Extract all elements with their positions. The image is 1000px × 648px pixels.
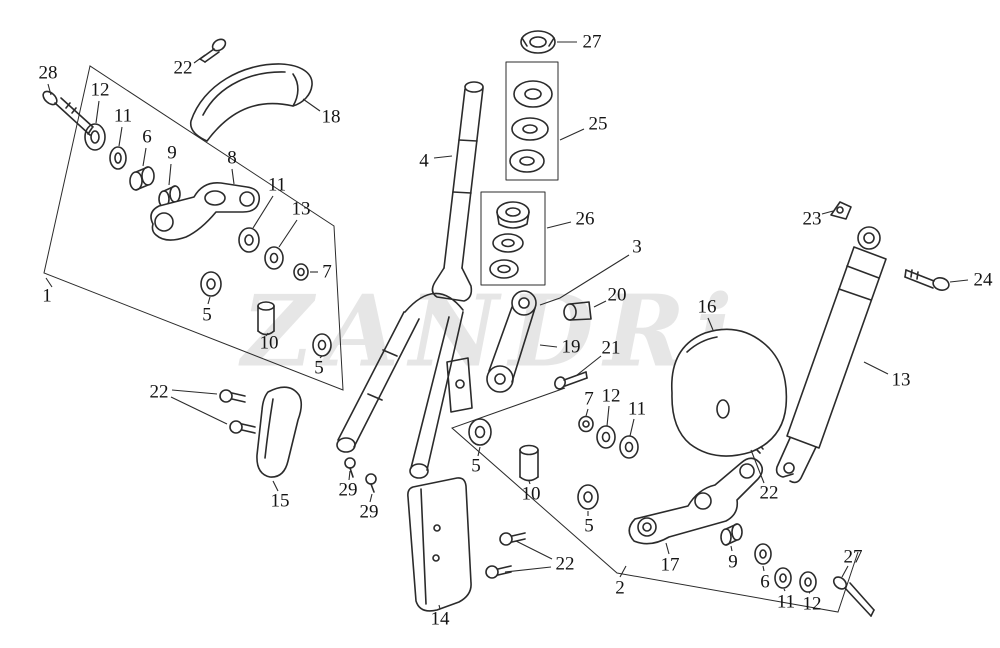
leader-line-11 [783, 588, 786, 592]
bushing-10-right-drawing [519, 444, 539, 482]
shock-absorber-drawing [775, 226, 887, 484]
washer-12-bottom-drawing [799, 571, 817, 593]
bolt-24-drawing [904, 269, 950, 291]
washer-5-d-drawing [577, 484, 599, 510]
bearing-stack-upper-drawing [505, 61, 559, 181]
watermark: ZANDRi [241, 274, 743, 390]
lower-cover-drawing [407, 477, 472, 612]
leader-line-26 [546, 221, 572, 229]
screw-22-bottom-lower-drawing [485, 565, 512, 579]
leader-line-5 [207, 296, 211, 305]
leader-lines [45, 41, 969, 610]
leader-line-2 [619, 565, 627, 578]
leader-line-29 [348, 470, 351, 481]
leader-line-27 [841, 565, 849, 578]
leader-line-11 [252, 195, 274, 229]
leader-line-21 [576, 355, 602, 376]
washer-12-mid-drawing [596, 425, 616, 449]
leader-line-13 [278, 219, 298, 248]
assembly-2-outline [451, 387, 859, 613]
leader-line-22 [515, 540, 553, 560]
leader-line-29 [369, 493, 373, 503]
mount-23-drawing [830, 201, 852, 220]
leader-line-25 [559, 128, 585, 141]
leader-line-9 [168, 163, 172, 186]
leader-line-20 [593, 300, 607, 308]
leader-line-9 [730, 545, 733, 552]
leader-line-11 [118, 126, 123, 147]
washer-5-c-drawing [468, 418, 492, 446]
leader-line-19 [539, 344, 558, 348]
washer-12-left-drawing [84, 123, 106, 151]
leader-line-6 [762, 565, 765, 572]
leader-line-6 [142, 147, 147, 167]
bushing-6-left-drawing [129, 166, 155, 191]
washer-11-left-drawing [109, 146, 127, 170]
leader-line-24 [949, 279, 969, 283]
left-cover-drawing [256, 386, 303, 478]
washer-11-right-drawing [619, 435, 639, 459]
leader-line-15 [272, 480, 279, 492]
assembly-1-outline [43, 65, 344, 391]
bushing-10-left-drawing [257, 301, 275, 336]
leader-line-22 [170, 396, 228, 425]
leader-line-28 [47, 83, 52, 96]
washer-11-bottom-drawing [774, 567, 792, 589]
leader-line-10 [265, 332, 269, 337]
parts-drawing [42, 30, 950, 617]
pivot-bolt-20-drawing [563, 301, 592, 321]
bolt-21-drawing [554, 371, 588, 390]
bolt-28-drawing [42, 90, 94, 136]
leader-line-13 [863, 361, 889, 375]
screw-22-left-lower-drawing [229, 420, 256, 434]
link-arm-drawing [486, 290, 537, 393]
leader-line-5 [319, 355, 323, 359]
leader-line-22 [750, 449, 765, 484]
leader-line-7 [585, 408, 589, 417]
leader-line-5 [477, 446, 481, 457]
leader-line-4 [433, 155, 453, 159]
leader-line-22 [171, 389, 218, 395]
leader-line-16 [707, 317, 714, 331]
bottom-bracket-drawing [628, 457, 764, 545]
leader-line-22 [193, 54, 206, 64]
leader-line-12 [606, 405, 610, 427]
washer-13-mid-drawing [264, 246, 284, 270]
washer-5-a-drawing [200, 271, 222, 297]
front-fork-drawing [336, 81, 484, 479]
bolt-27-bottom-drawing [832, 576, 875, 617]
screw-22-bottom-upper-drawing [499, 532, 526, 546]
washer-11-mid-drawing [238, 227, 260, 253]
nut-7-left-drawing [293, 263, 309, 281]
leader-line-22 [504, 566, 552, 573]
steering-bracket-drawing [150, 181, 261, 241]
bearing-stack-lower-drawing [480, 191, 546, 286]
leader-line-1 [45, 277, 53, 288]
right-cover-drawing [671, 328, 788, 457]
leader-line-10 [528, 480, 531, 485]
leader-line-12 [95, 100, 100, 124]
leader-line-18 [302, 98, 321, 112]
bolt-22-top-drawing [199, 38, 227, 63]
screw-22-left-upper-drawing [219, 389, 246, 403]
washer-5-b-drawing [312, 333, 332, 357]
clip-29-upper-drawing [344, 457, 356, 478]
nut-7-right-drawing [578, 415, 594, 433]
leader-line-8 [231, 168, 235, 185]
front-fender-drawing [189, 63, 313, 142]
leader-line-17 [665, 542, 670, 555]
steering-nut-drawing [520, 30, 556, 54]
clip-29-lower-drawing [365, 473, 377, 493]
washer-6-right-drawing [754, 543, 772, 565]
leader-line-3 [539, 254, 630, 306]
bushing-9-right-drawing [720, 523, 743, 546]
leader-line-14 [438, 604, 441, 610]
leader-line-11 [629, 418, 635, 437]
leader-line-23 [821, 210, 834, 215]
assembly-outlines [43, 65, 859, 613]
